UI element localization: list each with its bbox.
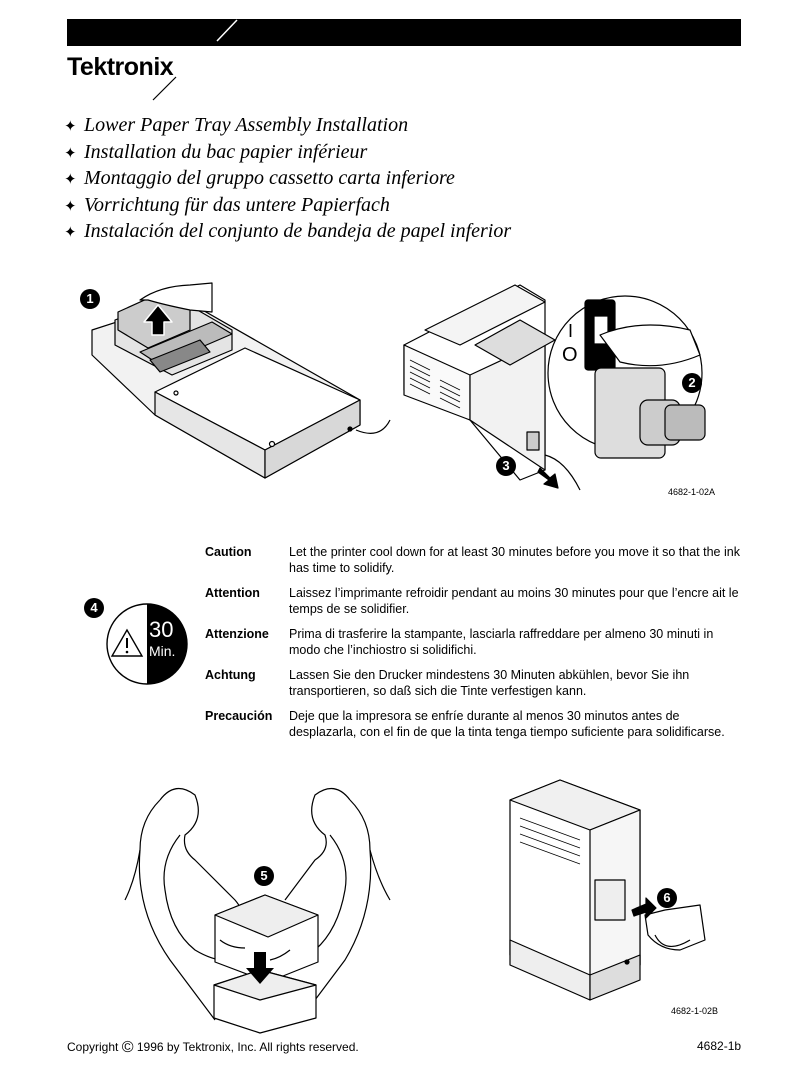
step-4-badge: 4 [84, 598, 104, 618]
timer-value: 30 [149, 617, 174, 642]
warning-text: Deje que la impresora se enfríe durante … [289, 709, 725, 739]
title-en: ✦Lower Paper Tray Assembly Installation [64, 113, 511, 140]
step-6-badge: 6 [657, 888, 677, 908]
warning-label: Attenzione [205, 627, 269, 641]
warning-list: Caution Let the printer cool down for at… [205, 544, 745, 749]
header-bar [67, 19, 741, 46]
warning-en: Caution Let the printer cool down for at… [205, 544, 745, 576]
figure-b-part-number: 4682-1-02B [671, 1006, 719, 1016]
copyright-prefix: Copyright [67, 1040, 119, 1054]
warning-text: Lassen Sie den Drucker mindestens 30 Min… [289, 668, 690, 698]
step-3-badge: 3 [496, 456, 516, 476]
warning-text: Let the printer cool down for at least 3… [289, 545, 740, 575]
printer-illustration [403, 284, 706, 491]
figure-a-part-number: 4682-1-02A [668, 487, 716, 497]
copyright-icon: © [121, 1039, 134, 1056]
logo-slash-mark [152, 76, 177, 101]
bullet-icon: ✦ [64, 225, 77, 241]
warning-text: Prima di trasferire la stampante, lascia… [289, 627, 714, 657]
lifting-illustration [124, 788, 391, 1034]
copyright-notice: Copyright © 1996 by Tektronix, Inc. All … [67, 1039, 359, 1057]
title-fr: ✦Installation du bac papier inférieur [64, 140, 511, 167]
warning-fr: Attention Laissez l’imprimante refroidir… [205, 585, 745, 617]
step-5-badge: 5 [254, 866, 274, 886]
timer-unit: Min. [149, 643, 176, 659]
document-number: 4682-1b [697, 1039, 742, 1053]
copyright-text: 1996 by Tektronix, Inc. All rights reser… [136, 1040, 359, 1054]
warning-label: Attention [205, 586, 260, 600]
warning-label: Precaución [205, 709, 273, 723]
warning-de: Achtung Lassen Sie den Drucker mindesten… [205, 667, 745, 699]
warning-it: Attenzione Prima di trasferire la stampa… [205, 626, 745, 658]
title-de: ✦Vorrichtung für das untere Papierfach [64, 193, 511, 220]
header-slash-mark [216, 19, 238, 42]
warning-es: Precaución Deje que la impresora se enfr… [205, 708, 745, 740]
title-list: ✦Lower Paper Tray Assembly Installation … [64, 113, 511, 246]
warning-label: Achtung [205, 668, 256, 682]
switch-off-label: O [562, 344, 578, 366]
brand-logo: Tektronix [67, 53, 174, 81]
bullet-icon: ✦ [64, 145, 77, 162]
warning-text: Laissez l’imprimante refroidir pendant a… [289, 586, 739, 616]
step-2-badge: 2 [682, 373, 702, 393]
tray-illustration [91, 282, 391, 479]
bullet-icon: ✦ [64, 198, 77, 215]
bullet-icon: ✦ [64, 119, 77, 135]
bullet-icon: ✦ [64, 172, 77, 188]
title-it: ✦Montaggio del gruppo cassetto carta inf… [64, 166, 511, 193]
timer-icon [106, 603, 188, 685]
title-es: ✦Instalación del conjunto de bandeja de … [64, 219, 511, 246]
printer-tray-illustration [509, 779, 706, 1001]
step-1-badge: 1 [80, 289, 100, 309]
warning-label: Caution [205, 545, 252, 559]
switch-on-label: I [568, 321, 574, 341]
